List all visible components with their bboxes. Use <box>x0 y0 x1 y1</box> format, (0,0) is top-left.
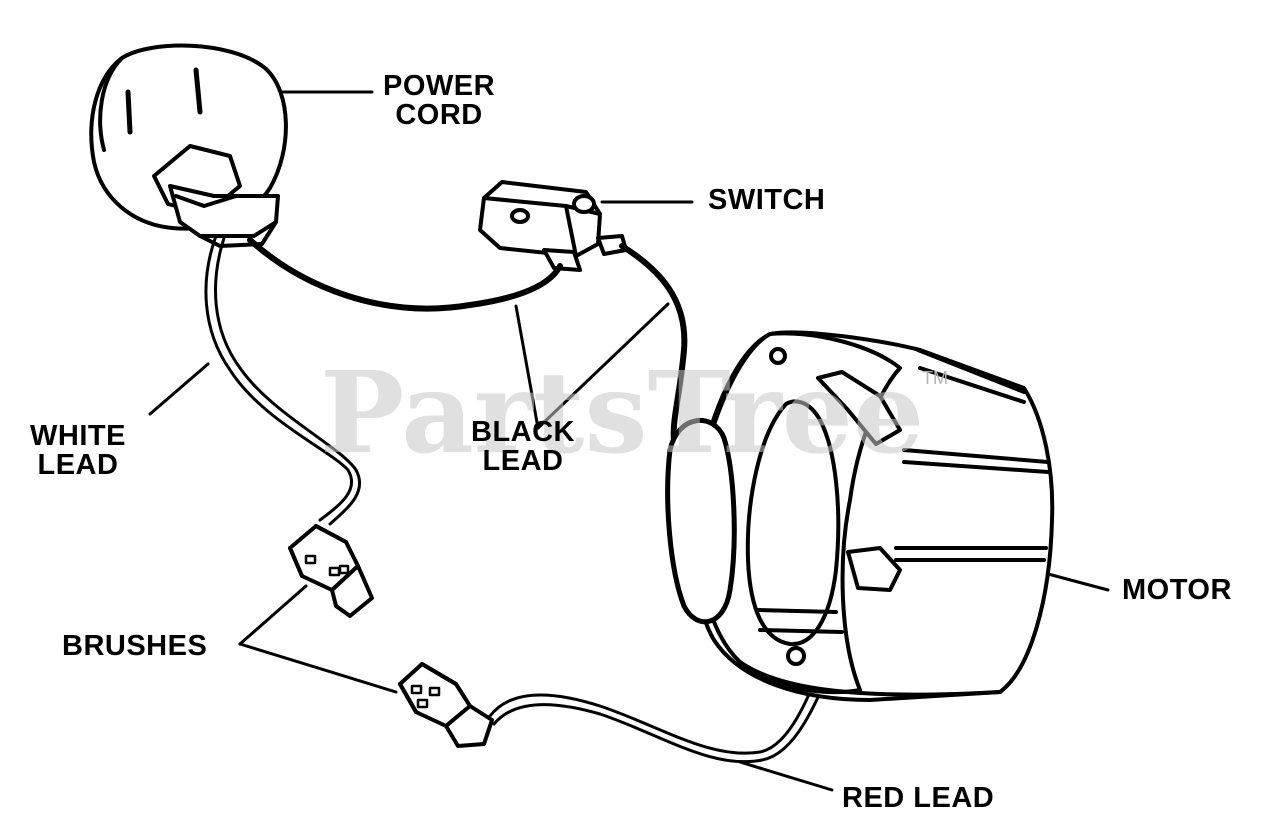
trademark-symbol: TM <box>922 368 948 388</box>
black-lead-wires <box>247 237 688 443</box>
brush-lower <box>398 662 494 748</box>
leader-motor <box>1046 572 1110 592</box>
leader-red-lead <box>738 760 834 792</box>
label-power-cord: POWER CORD <box>383 72 495 130</box>
label-switch: SWITCH <box>708 184 826 216</box>
label-white-lead: WHITE LEAD <box>30 422 126 480</box>
label-white-lead-line1: WHITE <box>30 420 126 452</box>
leader-white-lead <box>148 362 210 416</box>
label-black-lead-line2: LEAD <box>482 445 564 477</box>
leader-black-lead-2 <box>536 302 670 430</box>
label-white-lead-line2: LEAD <box>37 449 119 481</box>
brush-upper <box>288 524 374 618</box>
switch <box>478 180 628 272</box>
label-red-lead: RED LEAD <box>842 782 995 814</box>
label-motor: MOTOR <box>1122 574 1232 606</box>
leader-lines <box>148 90 1110 792</box>
label-black-lead: BLACK LEAD <box>471 418 575 476</box>
white-lead-wire <box>204 234 362 526</box>
leader-brushes-2 <box>238 642 398 694</box>
label-black-lead-line1: BLACK <box>471 416 575 448</box>
power-cord-plug <box>89 43 288 248</box>
label-brushes: BRUSHES <box>62 630 208 662</box>
leader-black-lead-1 <box>514 304 540 430</box>
label-power-cord-line2: CORD <box>395 99 483 131</box>
label-power-cord-line1: POWER <box>383 70 496 102</box>
leader-brushes-1 <box>238 584 308 646</box>
motor <box>665 330 1055 702</box>
